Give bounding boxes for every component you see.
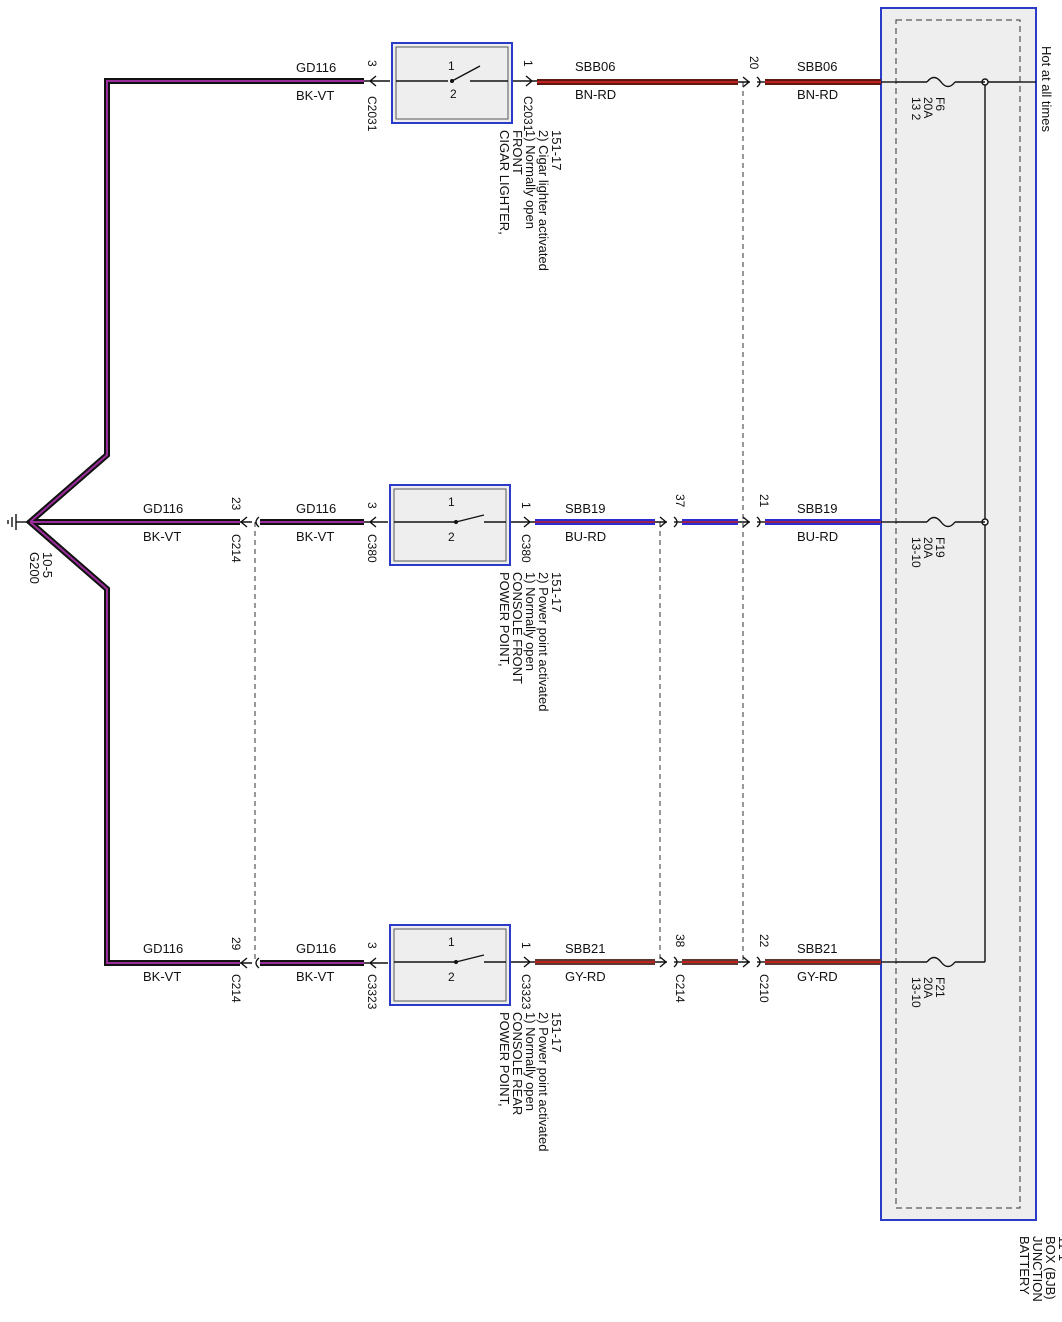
pin-number: 22	[757, 934, 771, 948]
ground-harness	[25, 78, 364, 971]
wire-labels-circuit-1: GD116 BK-VT SBB06 BN-RD SBB06 BN-RD 3 C2…	[296, 56, 838, 132]
pin-number: 38	[673, 934, 687, 948]
wire-color-label: BK-VT	[296, 88, 334, 103]
wire-labels-circuit-3: GD116 BK-VT GD116 BK-VT 29 C214 3 C3323 …	[143, 934, 838, 1010]
wire-circuit-label: GD116	[143, 941, 183, 956]
wire-circuit-label: SBB21	[565, 941, 605, 956]
connector-label: C380	[519, 534, 533, 563]
wire-color-label: BK-VT	[143, 969, 181, 984]
inline-connectors	[239, 75, 765, 969]
component-cigar-lighter-front: 1 2 CIGAR LIGHTER, FRONT 1) Normally ope…	[391, 42, 564, 275]
bjb-label: BATTERY JUNCTION BOX (BJB) 11-1	[1017, 1236, 1062, 1305]
wire-circuit-label: GD116	[296, 941, 336, 956]
svg-text:G200 10-5: G200 10-5	[27, 552, 55, 587]
component-power-point-console-rear: 1 2 POWER POINT, CONSOLE REAR 1) Normall…	[389, 924, 564, 1155]
wire-color-label: GY-RD	[797, 969, 838, 984]
switch-pin-2: 2	[448, 530, 455, 544]
wire-circuit-label: SBB21	[797, 941, 837, 956]
pin-number: 20	[747, 56, 761, 70]
connector-label: C214	[229, 534, 243, 563]
wire-labels-circuit-2: GD116 BK-VT GD116 BK-VT 23 C214 3 C380 1…	[143, 494, 838, 563]
fuse-name: F6	[933, 97, 947, 111]
wire-color-label: BK-VT	[296, 529, 334, 544]
connector-label: C210	[757, 974, 771, 1003]
ground-g200: G200 10-5	[7, 514, 55, 587]
wire-circuit-label: GD116	[296, 501, 336, 516]
feed-wires	[535, 79, 881, 965]
wire-circuit-label: GD116	[296, 60, 336, 75]
switch-pin-1: 1	[448, 495, 455, 509]
connector-label: C3323	[365, 974, 379, 1010]
wire-color-label: BK-VT	[296, 969, 334, 984]
connector-label: C3323	[519, 974, 533, 1010]
connector-label: C2031	[521, 96, 535, 132]
ground-name: G200	[27, 552, 42, 584]
svg-text:F21 20A 13-10: F21 20A 13-10	[909, 977, 947, 1008]
pin-number: 1	[519, 502, 533, 509]
fuse-ref: 13-10	[909, 977, 923, 1008]
wire-circuit-label: SBB06	[797, 59, 837, 74]
fuse-f19: F19 20A 13-10	[896, 516, 985, 568]
pin-number: 3	[365, 942, 379, 949]
wire-color-label: BN-RD	[575, 87, 616, 102]
fuse-name: F21	[933, 977, 947, 998]
wire-color-label: GY-RD	[565, 969, 606, 984]
switch-pin-2: 2	[448, 970, 455, 984]
fuse-ref: 13 2	[909, 97, 923, 121]
wire-circuit-label: GD116	[143, 501, 183, 516]
svg-text:CIGAR LIGHTER, FRONT: CIGAR LIGHTER, FRONT 1) Normally open 2)…	[497, 130, 564, 275]
wire-color-label: BU-RD	[797, 529, 838, 544]
pin-number: 1	[519, 942, 533, 949]
fuse-f21: F21 20A 13-10	[896, 956, 985, 1008]
pin-number: 3	[365, 60, 379, 67]
connector-label: C214	[229, 974, 243, 1003]
pin-number: 1	[521, 60, 535, 67]
wire-color-label: BU-RD	[565, 529, 606, 544]
svg-text:POWER POINT, CONSOLE REA: POWER POINT, CONSOLE REAR 1) Normally op…	[497, 1012, 564, 1155]
connector-label: C2031	[365, 96, 379, 132]
connector-label: C380	[365, 534, 379, 563]
pin-number: 29	[229, 937, 243, 951]
svg-text:F6 20A 13 2: F6 20A 13 2	[909, 97, 947, 121]
wire-circuit-label: SBB19	[797, 501, 837, 516]
switch-pin-1: 1	[448, 59, 455, 73]
fuse-ref: 13-10	[909, 537, 923, 568]
fuse-name: F19	[933, 537, 947, 558]
hot-at-all-times-label: Hot at all times	[1039, 46, 1054, 132]
pin-number: 21	[757, 494, 771, 508]
pin-number: 37	[673, 494, 687, 508]
connector-label: C214	[673, 974, 687, 1003]
fuse-rating: 20A	[921, 97, 935, 118]
fuse-rating: 20A	[921, 977, 935, 998]
svg-text:F19 20A 13-10: F19 20A 13-10	[909, 537, 947, 568]
fuse-f6: F6 20A 13 2	[896, 76, 985, 121]
switch-pin-1: 1	[448, 935, 455, 949]
switch-pin-2: 2	[450, 87, 457, 101]
wire-color-label: BN-RD	[797, 87, 838, 102]
wire-circuit-label: SBB06	[575, 59, 615, 74]
wire-circuit-label: SBB19	[565, 501, 605, 516]
wire-color-label: BK-VT	[143, 529, 181, 544]
ground-ref: 10-5	[40, 552, 55, 578]
svg-text:POWER POINT, CONSOLE FRO: POWER POINT, CONSOLE FRONT 1) Normally o…	[497, 572, 564, 715]
component-power-point-console-front: 1 2 POWER POINT, CONSOLE FRONT 1) Normal…	[389, 484, 564, 715]
pin-number: 23	[229, 497, 243, 511]
battery-junction-box: F6 20A 13 2 F19 20A 13-10 F21 20A 13	[880, 7, 1062, 1305]
pin-number: 3	[365, 502, 379, 509]
fuse-rating: 20A	[921, 537, 935, 558]
